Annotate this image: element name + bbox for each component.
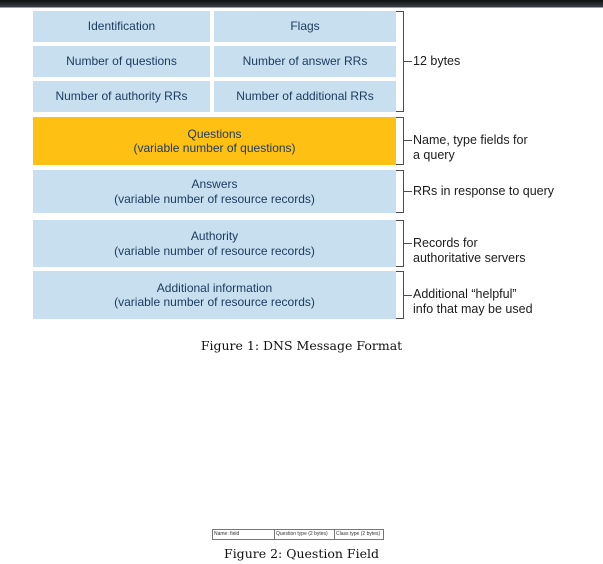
connector-line bbox=[404, 295, 412, 296]
annotation-additional: Additional “helpful” info that may be us… bbox=[413, 287, 533, 317]
annotation-answers: RRs in response to query bbox=[413, 184, 554, 199]
bracket-additional bbox=[396, 271, 404, 319]
section-subtitle: (variable number of resource records) bbox=[114, 295, 315, 309]
field-number-of-additional-rrs: Number of additional RRs bbox=[214, 81, 396, 112]
question-field-name-cell: Name: field bbox=[212, 529, 275, 540]
connector-line bbox=[404, 61, 412, 62]
annotation-12-bytes: 12 bytes bbox=[413, 54, 460, 69]
field-identification: Identification bbox=[33, 11, 210, 42]
question-field-table: Name: field Question type (2 bytes) Clas… bbox=[212, 529, 384, 540]
bracket-answers bbox=[396, 170, 404, 213]
section-subtitle: (variable number of questions) bbox=[133, 141, 296, 155]
connector-line bbox=[404, 140, 412, 141]
figure2-caption: Figure 2: Question Field bbox=[224, 546, 379, 561]
annotation-line: Name, type fields for bbox=[413, 133, 528, 147]
field-flags: Flags bbox=[214, 11, 396, 42]
section-answers: Answers (variable number of resource rec… bbox=[33, 170, 396, 213]
annotation-authority: Records for authoritative servers bbox=[413, 236, 526, 266]
annotation-line: a query bbox=[413, 148, 455, 162]
question-field-type-cell: Question type (2 bytes) bbox=[274, 529, 335, 540]
annotation-questions: Name, type fields for a query bbox=[413, 133, 528, 163]
field-number-of-questions: Number of questions bbox=[33, 46, 210, 77]
bracket-questions bbox=[396, 117, 404, 165]
section-title: Additional information bbox=[156, 280, 273, 295]
annotation-line: authoritative servers bbox=[413, 251, 526, 265]
bracket-authority bbox=[396, 220, 404, 267]
section-additional-information: Additional information (variable number … bbox=[33, 271, 396, 319]
annotation-line: RRs in response to query bbox=[413, 184, 555, 198]
section-title: Answers bbox=[191, 177, 238, 192]
section-subtitle: (variable number of resource records) bbox=[114, 191, 315, 206]
section-subtitle: (variable number of resource records) bbox=[114, 243, 315, 258]
section-title: Authority bbox=[190, 229, 239, 244]
annotation-line: Additional “helpful” bbox=[413, 287, 517, 301]
annotation-line: 12 bytes bbox=[413, 54, 461, 68]
field-number-of-answer-rrs: Number of answer RRs bbox=[214, 46, 396, 77]
window-top-edge bbox=[0, 0, 603, 8]
annotation-line: info that may be used bbox=[413, 302, 533, 316]
connector-line bbox=[404, 191, 412, 192]
bracket-12-bytes bbox=[396, 11, 404, 112]
connector-line bbox=[404, 243, 412, 244]
section-title: Questions bbox=[187, 126, 242, 141]
annotation-line: Records for bbox=[413, 236, 478, 250]
figure1-caption: Figure 1: DNS Message Format bbox=[200, 338, 403, 353]
field-number-of-authority-rrs: Number of authority RRs bbox=[33, 81, 210, 112]
section-questions: Questions (variable number of questions) bbox=[33, 117, 396, 165]
section-authority: Authority (variable number of resource r… bbox=[33, 220, 396, 267]
question-field-class-cell: Class type (2 bytes) bbox=[334, 529, 384, 540]
